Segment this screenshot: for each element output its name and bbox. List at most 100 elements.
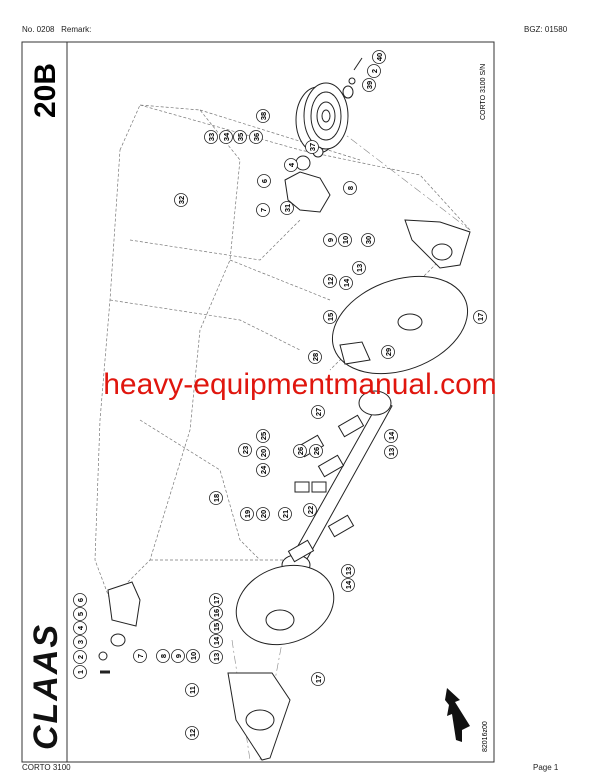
callout-number: 35 — [236, 133, 245, 141]
callout-number: 6 — [76, 598, 85, 602]
callout-16: 16 — [209, 606, 223, 620]
callout-33: 33 — [204, 130, 218, 144]
callout-13: 13 — [352, 261, 366, 275]
callout-number: 40 — [375, 53, 384, 61]
callout-number: 33 — [207, 133, 216, 141]
callout-number: 18 — [212, 494, 221, 502]
callout-number: 4 — [287, 162, 296, 167]
callout-number: 14 — [342, 278, 351, 287]
callout-number: 13 — [355, 264, 364, 272]
callout-number: 1 — [76, 670, 85, 674]
callout-39: 39 — [362, 78, 376, 92]
callout-number: 14 — [387, 431, 396, 440]
bearing-housing — [284, 146, 331, 213]
callout-26: 26 — [293, 444, 307, 458]
callout-number: 6 — [260, 179, 269, 183]
callout-number: 13 — [387, 448, 396, 456]
callout-11: 11 — [185, 683, 199, 697]
callout-6: 6 — [73, 593, 87, 607]
rotor-shaft — [281, 390, 393, 576]
callout-number: 2 — [76, 655, 85, 659]
callout-number: 17 — [476, 313, 485, 321]
callout-number: 13 — [212, 653, 221, 661]
callout-15: 15 — [323, 310, 337, 324]
callout-number: 12 — [188, 729, 197, 737]
callout-number: 14 — [344, 580, 353, 589]
callout-number: 34 — [222, 132, 231, 141]
callout-18: 18 — [209, 491, 223, 505]
callout-17: 17 — [473, 310, 487, 324]
callout-35: 35 — [233, 130, 247, 144]
callout-number: 25 — [259, 432, 268, 440]
pulley — [295, 57, 363, 154]
callout-8: 8 — [156, 649, 170, 663]
callout-number: 37 — [308, 143, 317, 151]
callout-number: 20 — [259, 510, 268, 518]
callout-number: 3 — [76, 640, 85, 644]
callout-number: 8 — [346, 186, 355, 190]
callout-30: 30 — [361, 233, 375, 247]
callout-number: 7 — [259, 208, 268, 212]
callout-number: 14 — [212, 636, 221, 645]
callout-37: 37 — [305, 140, 319, 154]
callout-19: 19 — [240, 507, 254, 521]
callout-number: 30 — [364, 236, 373, 244]
callout-8: 8 — [343, 181, 357, 195]
callout-number: 15 — [212, 623, 221, 631]
callout-15: 15 — [209, 620, 223, 634]
callout-27: 27 — [311, 405, 325, 419]
callout-number: 7 — [136, 654, 145, 658]
callout-7: 7 — [256, 203, 270, 217]
callout-number: 17 — [212, 596, 221, 604]
callout-40: 40 — [372, 50, 386, 64]
callout-number: 36 — [252, 133, 261, 141]
callout-number: 17 — [314, 675, 323, 683]
bearing-housing-left — [107, 581, 141, 627]
callout-number: 24 — [259, 465, 268, 474]
callout-number: 10 — [341, 236, 350, 244]
drawing-id: 82016z00 — [482, 721, 489, 752]
callout-9: 9 — [171, 649, 185, 663]
callout-12: 12 — [323, 274, 337, 288]
machine-frame-outline — [94, 104, 471, 601]
direction-arrow-icon — [445, 688, 470, 742]
callout-number: 29 — [384, 348, 393, 356]
callout-number: 8 — [159, 654, 168, 658]
callout-31: 31 — [280, 201, 294, 215]
model-sn: CORTO 3100 S/N — [480, 64, 487, 120]
callout-13: 13 — [209, 650, 223, 664]
callout-28: 28 — [308, 350, 322, 364]
callout-21: 21 — [278, 507, 292, 521]
footer-model: CORTO 3100 — [22, 763, 71, 772]
callout-9: 9 — [323, 233, 337, 247]
callout-number: 22 — [306, 506, 315, 514]
callout-22: 22 — [303, 503, 317, 517]
callout-number: 12 — [326, 277, 335, 285]
callout-number: 5 — [76, 612, 85, 616]
remark-label: Remark: — [61, 25, 92, 34]
callout-number: 39 — [365, 81, 374, 89]
callout-7: 7 — [133, 649, 147, 663]
callout-number: 11 — [188, 686, 197, 694]
callout-4: 4 — [73, 621, 87, 635]
callout-24: 24 — [256, 463, 270, 477]
callout-14: 14 — [384, 429, 398, 443]
callout-number: 21 — [281, 510, 290, 518]
scraper-bracket — [339, 341, 371, 365]
callout-10: 10 — [186, 649, 200, 663]
callout-number: 9 — [326, 238, 335, 242]
callout-10: 10 — [338, 233, 352, 247]
callout-20: 20 — [256, 507, 270, 521]
callout-20: 20 — [256, 446, 270, 460]
callout-3: 3 — [73, 635, 87, 649]
callout-13: 13 — [384, 445, 398, 459]
callout-4: 4 — [284, 158, 298, 172]
callout-36: 36 — [249, 130, 263, 144]
document-number: No. 0208 Remark: — [22, 25, 92, 34]
callout-number: 27 — [314, 408, 323, 416]
group-code: 20B — [29, 63, 62, 118]
claas-logo: CLAAS — [27, 623, 65, 750]
callout-number: 32 — [177, 196, 186, 204]
